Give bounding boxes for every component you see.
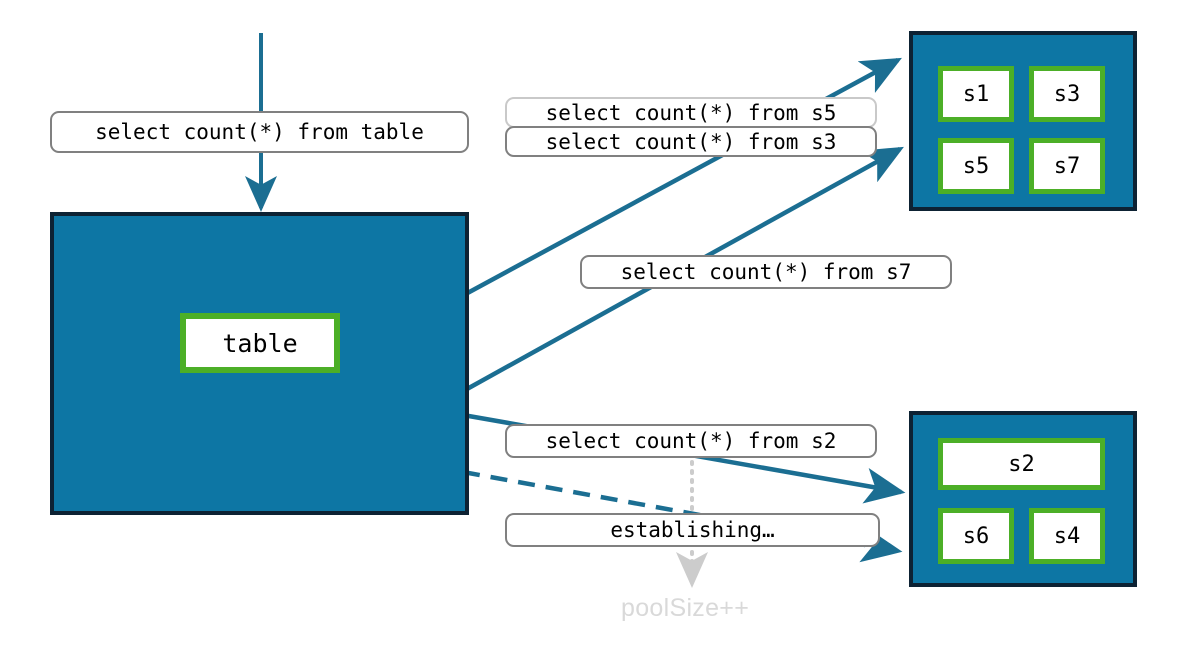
table-node-label: table <box>222 328 298 358</box>
query-label-table[interactable]: select count(*) from table <box>50 111 469 153</box>
query-label-s7[interactable]: select count(*) from s7 <box>580 255 952 289</box>
server-node-s7[interactable]: s7 <box>1029 138 1105 194</box>
query-label-s3[interactable]: select count(*) from s3 <box>505 126 877 157</box>
server-node-s6[interactable]: s6 <box>938 508 1014 564</box>
status-label-establishing[interactable]: establishing… <box>505 513 880 547</box>
server-node-s4[interactable]: s4 <box>1029 508 1105 564</box>
server-label-s2: s2 <box>1008 451 1035 477</box>
query-label-s5[interactable]: select count(*) from s5 <box>505 97 877 128</box>
poolsize-annotation: poolSize++ <box>621 594 749 623</box>
server-label-s5: s5 <box>962 153 990 179</box>
server-node-s5[interactable]: s5 <box>938 138 1014 194</box>
server-label-s6: s6 <box>962 523 990 549</box>
query-label-table-text: select count(*) from table <box>95 120 424 144</box>
server-label-s3: s3 <box>1053 81 1081 107</box>
server-label-s7: s7 <box>1053 153 1081 179</box>
server-label-s4: s4 <box>1053 523 1081 549</box>
query-label-s2[interactable]: select count(*) from s2 <box>505 424 877 458</box>
table-node[interactable]: table <box>180 313 340 373</box>
server-node-s2[interactable]: s2 <box>938 438 1105 490</box>
server-label-s1: s1 <box>962 81 990 107</box>
server-node-s3[interactable]: s3 <box>1029 66 1105 122</box>
query-label-s7-text: select count(*) from s7 <box>620 260 912 284</box>
query-label-s5-text: select count(*) from s5 <box>545 100 837 125</box>
poolsize-annotation-text: poolSize++ <box>621 594 750 622</box>
spellcheck-underline <box>623 620 765 624</box>
server-node-s1[interactable]: s1 <box>938 66 1014 122</box>
status-label-establishing-text: establishing… <box>610 518 775 542</box>
query-label-s2-text: select count(*) from s2 <box>545 429 837 453</box>
query-label-s3-text: select count(*) from s3 <box>545 129 837 154</box>
